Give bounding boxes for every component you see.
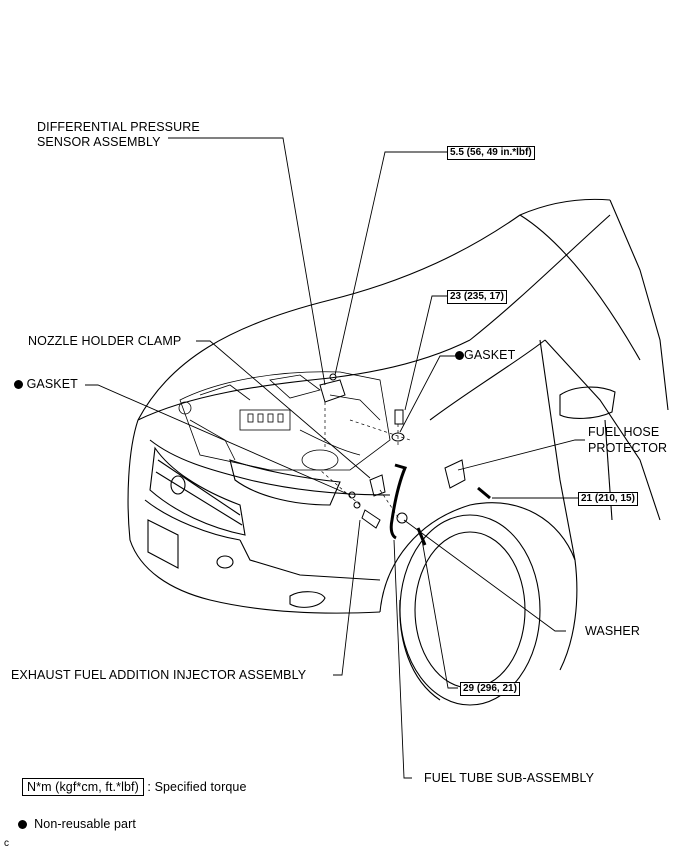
gasket-left-text: GASKET xyxy=(26,377,78,391)
legend-torque-text: : Specified torque xyxy=(147,780,247,794)
non-reusable-dot-icon xyxy=(14,380,23,389)
dp-sensor-label-line1: DIFFERENTIAL PRESSURE xyxy=(37,120,200,134)
fuel-tube-label: FUEL TUBE SUB-ASSEMBLY xyxy=(424,771,595,785)
engine-bay xyxy=(178,371,391,471)
vehicle-body xyxy=(127,198,669,706)
washer-label: WASHER xyxy=(585,624,641,638)
dashed-guides xyxy=(319,402,411,521)
nozzle-holder-clamp-label: NOZZLE HOLDER CLAMP xyxy=(28,334,182,348)
non-reusable-dot-icon xyxy=(18,820,27,829)
gasket-right-text: GASKET xyxy=(464,348,516,362)
dp-sensor-label-line2: SENSOR ASSEMBLY xyxy=(37,135,161,149)
torque-label-bolt-21: 21 (210, 15) xyxy=(578,492,638,506)
torque-label-dp-sensor: 5.5 (56, 49 in.*lbf) xyxy=(447,146,535,160)
leader-lines xyxy=(85,137,585,779)
gasket-left-label: GASKET xyxy=(14,377,78,392)
corner-mark: c xyxy=(4,838,10,849)
legend-nonreusable-text: Non-reusable part xyxy=(34,817,136,831)
legend-torque-box: N*m (kgf*cm, ft.*lbf) xyxy=(22,778,144,796)
fuel-hose-protector-label-line1: FUEL HOSE xyxy=(588,425,660,439)
exhaust-injector-label: EXHAUST FUEL ADDITION INJECTOR ASSEMBLY xyxy=(11,668,307,682)
non-reusable-dot-icon xyxy=(455,351,464,360)
legend-nonreusable: Non-reusable part xyxy=(18,817,136,832)
torque-label-bolt-29: 29 (296, 21) xyxy=(460,682,520,696)
legend-torque: N*m (kgf*cm, ft.*lbf) : Specified torque xyxy=(22,778,247,796)
parts xyxy=(319,373,491,546)
gasket-right-label: GASKET xyxy=(455,348,515,363)
torque-label-bolt-23: 23 (235, 17) xyxy=(447,290,507,304)
fuel-hose-protector-label-line2: PROTECTOR xyxy=(588,441,668,455)
